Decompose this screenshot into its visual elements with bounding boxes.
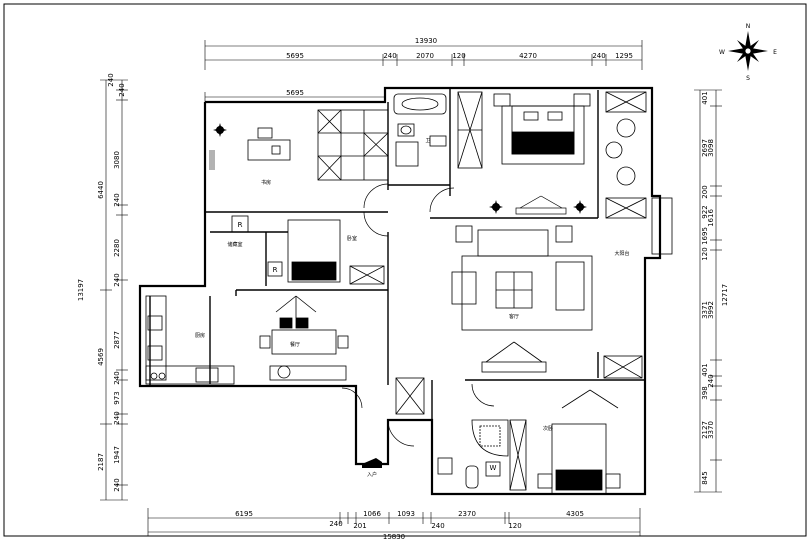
symbol-r2: R bbox=[273, 266, 278, 274]
dim-top-total: 13930 bbox=[415, 37, 437, 45]
entry-shoe-icon bbox=[362, 458, 382, 468]
plant-icon bbox=[573, 200, 587, 214]
kitchen-counter bbox=[145, 295, 347, 385]
room-label-entry: 入户 bbox=[367, 471, 377, 478]
room-label-bathroom1: 卫 bbox=[425, 138, 430, 144]
compass-rose-icon bbox=[728, 31, 768, 71]
bedroom2-furniture bbox=[231, 215, 385, 285]
dim-right-inner: 845 bbox=[701, 471, 709, 484]
symbol-w: W bbox=[490, 464, 497, 472]
dim-left-inner: 240 bbox=[118, 83, 126, 96]
dim-bottom-seg: 4305 bbox=[566, 510, 584, 518]
compass-north: N bbox=[746, 23, 751, 30]
balcony-fixtures bbox=[605, 91, 673, 255]
dim-top-seg: 1295 bbox=[615, 52, 633, 60]
dim-left-outer: 2187 bbox=[97, 453, 105, 471]
frame-border bbox=[3, 3, 807, 537]
bathroom-fixtures bbox=[393, 93, 447, 167]
dim-left-inner: 1947 bbox=[113, 446, 121, 464]
dimension-bottom bbox=[147, 508, 641, 536]
exterior-walls bbox=[138, 86, 662, 496]
dim-left-inner: 240 bbox=[113, 371, 121, 384]
tv-console bbox=[515, 195, 567, 215]
dim-left-outer: 6440 bbox=[97, 181, 105, 199]
interior-walls bbox=[149, 88, 645, 420]
dim-right-outer: 3098 bbox=[707, 139, 715, 157]
dim-left-inner: 240 bbox=[113, 478, 121, 491]
dim-top-seg: 2070 bbox=[416, 52, 434, 60]
dim-left-inner: 240 bbox=[107, 73, 115, 86]
dim-left-inner: 240 bbox=[113, 411, 121, 424]
dim-left-inner: 2280 bbox=[113, 239, 121, 257]
dim-right-inner: 2127 bbox=[701, 421, 709, 439]
master-bed bbox=[493, 93, 591, 165]
dim-left-inner: 3080 bbox=[113, 151, 121, 169]
dim-right-inner: 398 bbox=[701, 386, 709, 399]
dim-right-inner: 401 bbox=[701, 91, 709, 104]
dim-right-outer: 3370 bbox=[707, 421, 715, 439]
compass-south: S bbox=[746, 75, 750, 82]
dimension-left bbox=[100, 79, 128, 501]
living-furniture bbox=[451, 225, 643, 379]
dim-right-inner: 3371 bbox=[701, 301, 709, 319]
dim-right-inner: 401 bbox=[701, 363, 709, 376]
room-label-bedroom3: 次卧 bbox=[543, 425, 553, 432]
dim-bottom-seg: 6195 bbox=[235, 510, 253, 518]
room-label-storage: 储藏室 bbox=[227, 241, 242, 248]
dim-top-seg: 5695 bbox=[286, 52, 304, 60]
room-label-living: 客厅 bbox=[509, 313, 519, 320]
dimension-top bbox=[204, 40, 643, 102]
dim-right-inner: 1695 bbox=[701, 227, 709, 245]
dim-bottom-seg: 1093 bbox=[397, 510, 415, 518]
dim-left-inner: 973 bbox=[113, 391, 121, 404]
plant-icon bbox=[489, 200, 503, 214]
room-label-study: 书房 bbox=[261, 179, 271, 186]
door-swings bbox=[341, 183, 495, 447]
dim-top-seg: 240 bbox=[592, 52, 605, 60]
compass-west: W bbox=[719, 49, 725, 56]
dim-right-outer: 1616 bbox=[707, 209, 715, 227]
dim-top-inner: 5695 bbox=[286, 89, 304, 97]
bedroom3-furniture bbox=[509, 389, 621, 495]
dim-right-outer: 3992 bbox=[707, 301, 715, 319]
master-wardrobe bbox=[457, 91, 483, 169]
dim-right-inner: 240 bbox=[707, 374, 715, 387]
plant-icon bbox=[213, 123, 227, 137]
dim-right-inner: 922 bbox=[701, 205, 709, 218]
room-label-bedroom2: 卧室 bbox=[347, 235, 357, 242]
dim-left-outer: 4569 bbox=[97, 348, 105, 366]
dim-left-inner: 240 bbox=[113, 193, 121, 206]
dim-left-total: 13197 bbox=[77, 279, 85, 301]
dim-top-seg: 4270 bbox=[519, 52, 537, 60]
dimension-right bbox=[694, 89, 722, 493]
compass-east: E bbox=[773, 49, 777, 56]
dim-bottom-total: 15830 bbox=[383, 533, 405, 540]
dim-left-inner: 2877 bbox=[113, 331, 121, 349]
bathroom2-fixtures bbox=[395, 377, 509, 489]
dim-bottom-seg: 120 bbox=[508, 522, 521, 530]
room-label-dining: 餐厅 bbox=[290, 341, 300, 348]
room-label-balcony: 大阳台 bbox=[614, 250, 629, 257]
dim-bottom-seg: 240 bbox=[431, 522, 444, 530]
room-label-kitchen: 厨房 bbox=[195, 332, 205, 339]
dim-bottom-seg: 1066 bbox=[363, 510, 381, 518]
dim-top-seg: 240 bbox=[383, 52, 396, 60]
dim-bottom-seg: 201 bbox=[353, 522, 366, 530]
dim-bottom-seg: 2370 bbox=[458, 510, 476, 518]
dim-right-total: 12717 bbox=[721, 284, 729, 306]
radiator-icon bbox=[209, 150, 215, 170]
dim-right-inner: 200 bbox=[701, 185, 709, 198]
dim-left-inner: 240 bbox=[113, 273, 121, 286]
study-furniture bbox=[247, 109, 389, 181]
dim-bottom-seg: 240 bbox=[329, 520, 342, 528]
dim-right-inner: 2697 bbox=[701, 139, 709, 157]
dim-right-inner: 120 bbox=[701, 247, 709, 260]
dining-table bbox=[259, 295, 349, 355]
dim-top-seg: 120 bbox=[452, 52, 465, 60]
symbol-r1: R bbox=[238, 221, 243, 229]
